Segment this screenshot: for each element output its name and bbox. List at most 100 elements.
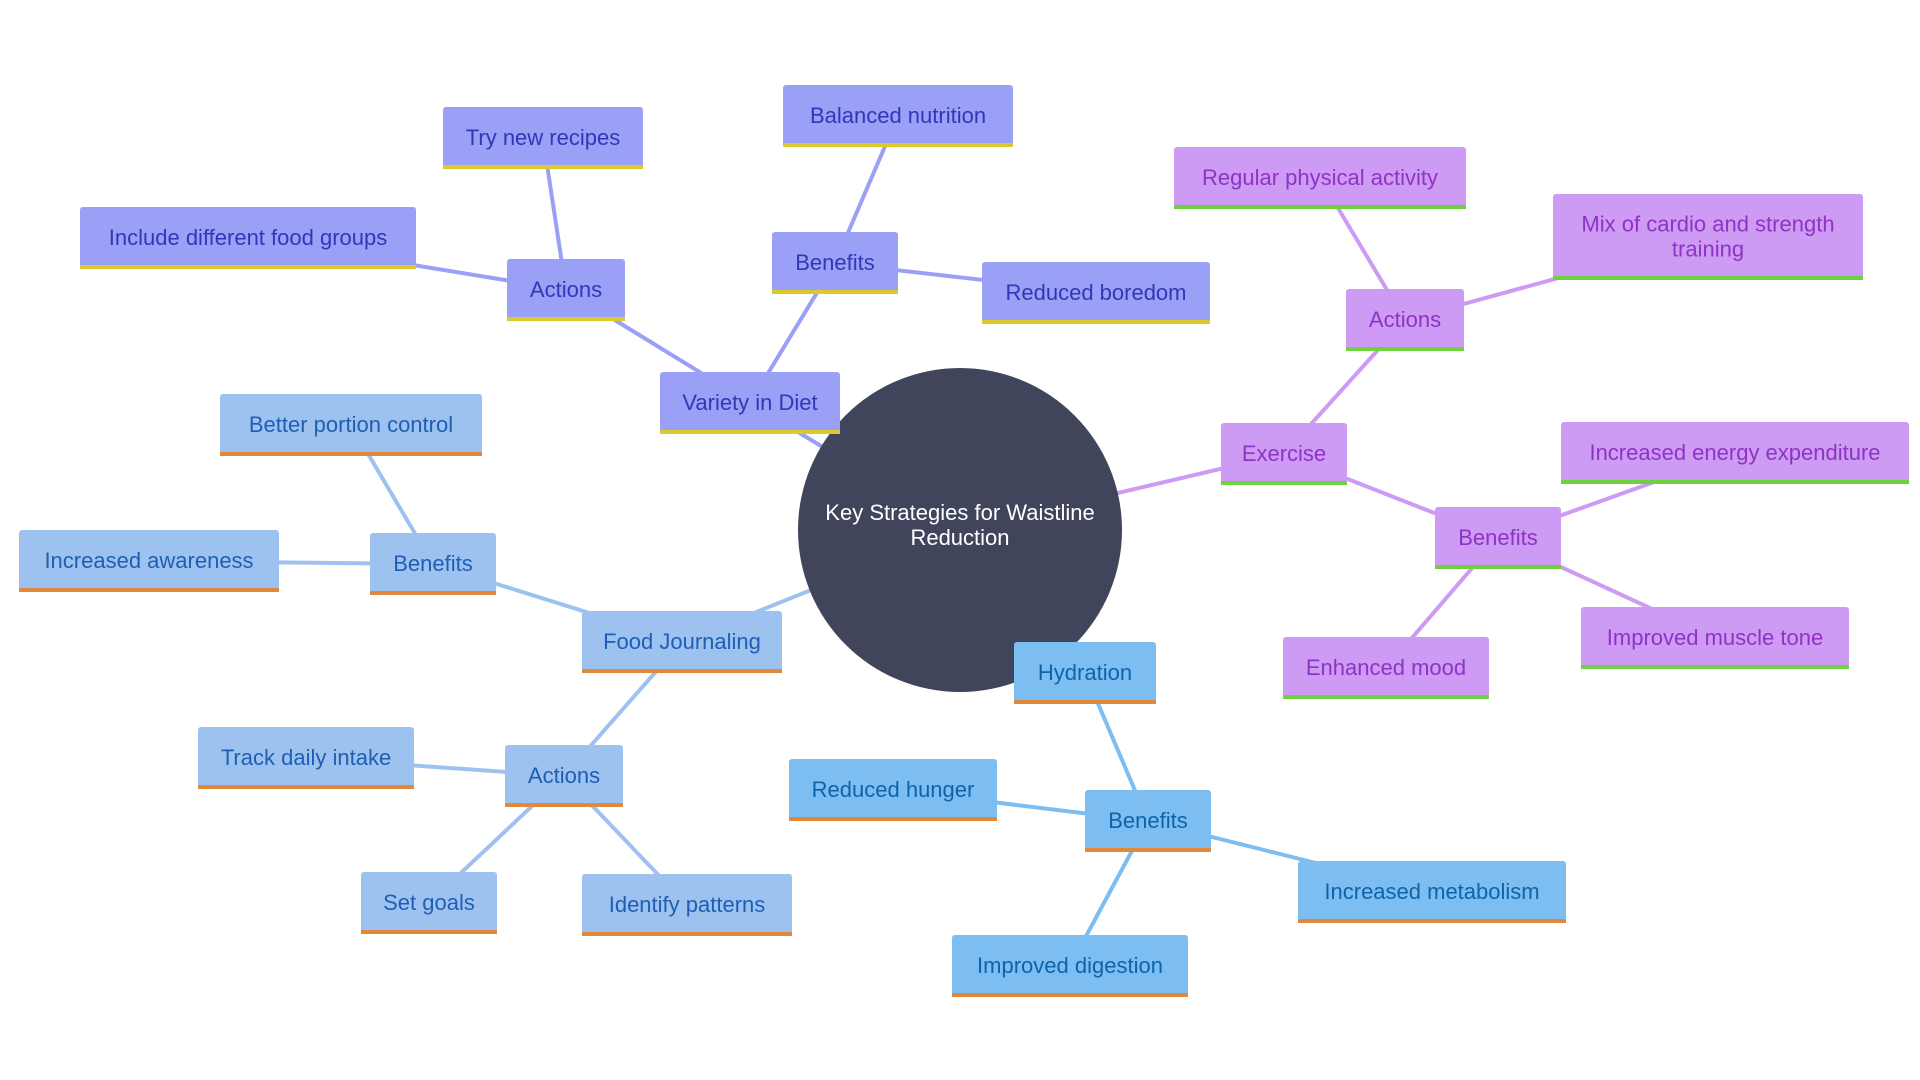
node-exercise-exercise[interactable]: Exercise (1221, 423, 1347, 485)
node-fj-a1-track-daily-intake[interactable]: Track daily intake (198, 727, 414, 789)
node-label: Set goals (383, 890, 475, 915)
node-diet-b1-balanced-nutrition[interactable]: Balanced nutrition (783, 85, 1013, 147)
center-label-line: Key Strategies for Waistline (825, 500, 1094, 525)
node-box (443, 107, 643, 169)
node-box (198, 727, 414, 789)
node-label: Improved muscle tone (1607, 625, 1823, 650)
node-underline (1561, 480, 1909, 484)
node-underline (1553, 276, 1863, 280)
node-label: Benefits (1108, 808, 1188, 833)
node-underline (1346, 347, 1464, 351)
node-diet-actions-actions[interactable]: Actions (507, 259, 625, 321)
node-diet-a2-include-different-food-groups[interactable]: Include different food groups (80, 207, 416, 269)
node-underline (1221, 481, 1347, 485)
node-underline (443, 165, 643, 169)
node-box (1298, 861, 1566, 923)
node-label: Benefits (393, 551, 473, 576)
node-underline (783, 143, 1013, 147)
node-label: Regular physical activity (1202, 165, 1438, 190)
node-underline (582, 669, 782, 673)
node-box (660, 372, 840, 434)
node-box (220, 394, 482, 456)
node-underline (582, 932, 792, 936)
node-ex-b3-enhanced-mood[interactable]: Enhanced mood (1283, 637, 1489, 699)
node-underline (80, 265, 416, 269)
node-underline (361, 930, 497, 934)
node-box (80, 207, 416, 269)
node-label: Hydration (1038, 660, 1132, 685)
node-underline (952, 993, 1188, 997)
node-underline (982, 320, 1210, 324)
node-diet-variety-in-diet[interactable]: Variety in Diet (660, 372, 840, 434)
node-journal-food-journaling[interactable]: Food Journaling (582, 611, 782, 673)
node-underline (1298, 919, 1566, 923)
node-underline (220, 452, 482, 456)
node-hy-b1-reduced-hunger[interactable]: Reduced hunger (789, 759, 997, 821)
node-box (370, 533, 496, 595)
node-box (582, 611, 782, 673)
node-ex-actions-actions[interactable]: Actions (1346, 289, 1464, 351)
node-underline (19, 588, 279, 592)
node-underline (660, 430, 840, 434)
node-label: Try new recipes (466, 125, 620, 150)
node-underline (1435, 565, 1561, 569)
node-fj-b2-increased-awareness[interactable]: Increased awareness (19, 530, 279, 592)
node-ex-benefits-benefits[interactable]: Benefits (1435, 507, 1561, 569)
node-underline (1085, 848, 1211, 852)
node-label: Exercise (1242, 441, 1326, 466)
node-underline (1174, 205, 1466, 209)
node-box (1435, 507, 1561, 569)
node-fj-actions-actions[interactable]: Actions (505, 745, 623, 807)
node-label: Reduced hunger (812, 777, 975, 802)
node-box (582, 874, 792, 936)
node-box (1553, 194, 1863, 280)
node-underline (772, 290, 898, 294)
node-box (1346, 289, 1464, 351)
node-hydration-hydration[interactable]: Hydration (1014, 642, 1156, 704)
node-underline (370, 591, 496, 595)
node-box (1581, 607, 1849, 669)
node-label: Variety in Diet (682, 390, 817, 415)
node-label: Enhanced mood (1306, 655, 1466, 680)
node-box (1283, 637, 1489, 699)
node-fj-a3-identify-patterns[interactable]: Identify patterns (582, 874, 792, 936)
node-label: Actions (1369, 307, 1441, 332)
node-fj-b1-better-portion-control[interactable]: Better portion control (220, 394, 482, 456)
node-label: Balanced nutrition (810, 103, 986, 128)
node-label: Increased awareness (44, 548, 253, 573)
node-box (1174, 147, 1466, 209)
node-diet-benefits-benefits[interactable]: Benefits (772, 232, 898, 294)
node-box (772, 232, 898, 294)
node-label: Include different food groups (109, 225, 387, 250)
node-underline (198, 785, 414, 789)
node-fj-benefits-benefits[interactable]: Benefits (370, 533, 496, 595)
node-label: Benefits (795, 250, 875, 275)
node-hy-b2-increased-metabolism[interactable]: Increased metabolism (1298, 861, 1566, 923)
node-hy-b3-improved-digestion[interactable]: Improved digestion (952, 935, 1188, 997)
node-label: Food Journaling (603, 629, 761, 654)
node-ex-b2-improved-muscle-tone[interactable]: Improved muscle tone (1581, 607, 1849, 669)
node-diet-a1-try-new-recipes[interactable]: Try new recipes (443, 107, 643, 169)
node-fj-a2-set-goals[interactable]: Set goals (361, 872, 497, 934)
center-circle (798, 368, 1122, 692)
node-label: Track daily intake (221, 745, 391, 770)
node-label: Increased metabolism (1324, 879, 1539, 904)
node-label: Identify patterns (609, 892, 766, 917)
node-box (982, 262, 1210, 324)
node-ex-a1-regular-physical-activity[interactable]: Regular physical activity (1174, 147, 1466, 209)
node-hy-benefits-benefits[interactable]: Benefits (1085, 790, 1211, 852)
node-box (789, 759, 997, 821)
node-underline (789, 817, 997, 821)
node-label: Actions (528, 763, 600, 788)
node-ex-b1-increased-energy-expenditure[interactable]: Increased energy expenditure (1561, 422, 1909, 484)
node-diet-b2-reduced-boredom[interactable]: Reduced boredom (982, 262, 1210, 324)
node-label: Actions (530, 277, 602, 302)
node-underline (1014, 700, 1156, 704)
node-box (783, 85, 1013, 147)
